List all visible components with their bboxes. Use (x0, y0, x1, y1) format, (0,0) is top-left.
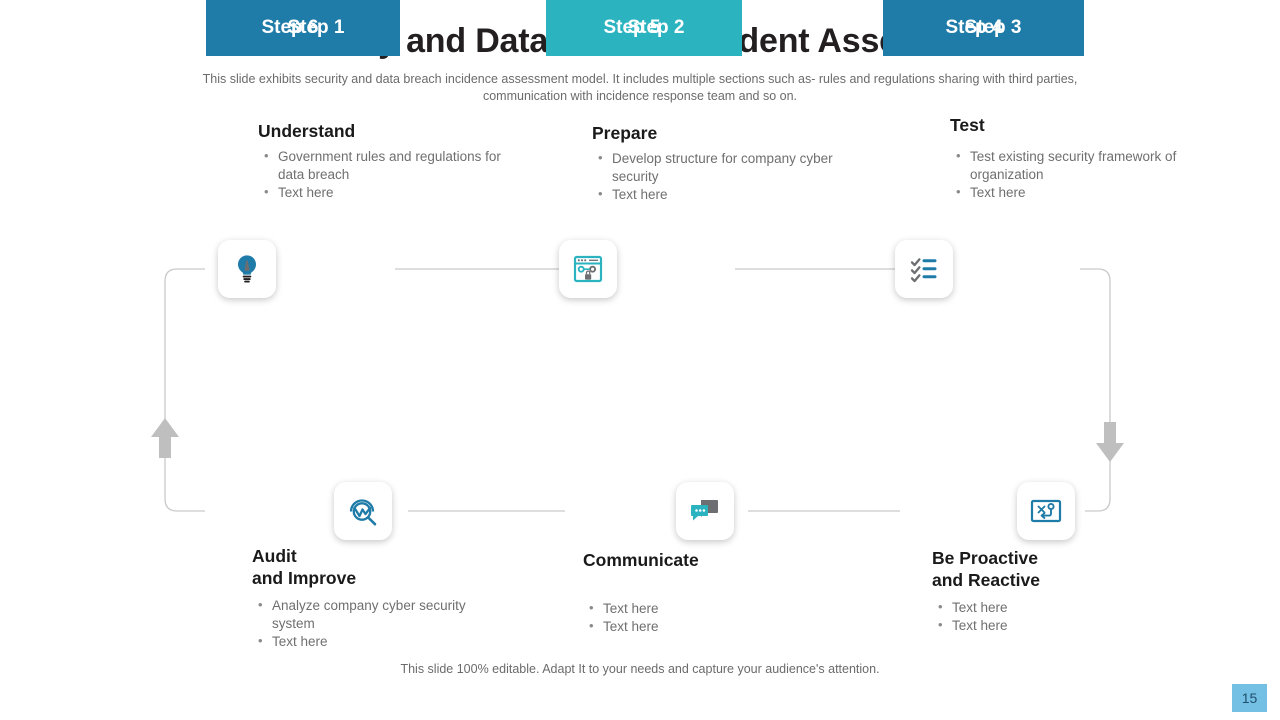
block-bullet-list: Text here Text here (583, 599, 833, 636)
browser-lock-icon (573, 255, 603, 283)
step-label: Step 5 (603, 17, 661, 38)
text-block-test: Test Test existing security framework of… (950, 114, 1200, 202)
audit-search-icon (349, 499, 377, 526)
step-icon-card-1[interactable] (218, 240, 276, 298)
page-subtitle: This slide exhibits security and data br… (202, 72, 1078, 103)
text-block-prepare: Prepare Develop structure for company cy… (592, 122, 842, 204)
list-item: Text here (252, 632, 502, 651)
text-block-communicate: Communicate Text here Text here (583, 549, 833, 636)
chevron-body (550, 0, 700, 56)
arrow-up-icon (151, 418, 179, 458)
list-item: Analyze company cyber security system (252, 596, 502, 633)
list-item: Test existing security framework of orga… (950, 147, 1200, 184)
list-item: Text here (592, 185, 842, 204)
step-label: Step 6 (261, 17, 319, 38)
list-item: Text here (932, 616, 1182, 635)
step-label: Step 3 (964, 17, 1022, 38)
step-chevron-4[interactable]: Step 4 (892, 0, 1084, 56)
step-label: Step 2 (627, 17, 685, 38)
lightbulb-icon (238, 255, 256, 283)
chevron-body (892, 0, 1042, 56)
page-number-badge: 15 (1232, 684, 1267, 712)
text-block-audit: Audit and Improve Analyze company cyber … (252, 545, 502, 651)
arrow-down-icon (1096, 422, 1124, 462)
step-label: Step 4 (945, 17, 1003, 38)
footer-note: This slide 100% editable. Adapt It to yo… (400, 662, 880, 676)
block-bullet-list: Test existing security framework of orga… (950, 147, 1200, 202)
list-item: Government rules and regulations for dat… (258, 147, 508, 184)
list-item: Text here (932, 598, 1182, 617)
block-bullet-list: Analyze company cyber security system Te… (252, 596, 502, 651)
block-heading: Be Proactive and Reactive (932, 548, 1040, 590)
block-bullet-list: Text here Text here (932, 598, 1182, 635)
block-heading: Test (950, 115, 985, 135)
list-item: Develop structure for company cyber secu… (592, 149, 842, 186)
block-bullet-list: Develop structure for company cyber secu… (592, 149, 842, 204)
list-item: Text here (258, 183, 508, 202)
text-block-proactive: Be Proactive and Reactive Text here Text… (932, 547, 1182, 635)
list-item: Text here (583, 617, 833, 636)
step-icon-card-2[interactable] (559, 240, 617, 298)
step-chevron-6[interactable]: Step 6 (208, 0, 400, 56)
block-heading: Prepare (592, 123, 658, 143)
step-icon-card-5[interactable] (676, 482, 734, 540)
strategy-board-icon (1030, 499, 1062, 523)
block-heading: Communicate (583, 550, 699, 570)
step-label: Step 1 (287, 17, 345, 38)
block-bullet-list: Government rules and regulations for dat… (258, 147, 508, 202)
text-block-understand: Understand Government rules and regulati… (258, 120, 508, 202)
step-icon-card-3[interactable] (895, 240, 953, 298)
chevron-body (208, 0, 358, 56)
list-item: Text here (950, 183, 1200, 202)
block-heading: Understand (258, 121, 356, 141)
step-icon-card-6[interactable] (334, 482, 392, 540)
checklist-icon (910, 258, 937, 283)
block-heading: Audit and Improve (252, 546, 357, 588)
step-icon-card-4[interactable] (1017, 482, 1075, 540)
chat-bubbles-icon (691, 500, 718, 521)
list-item: Text here (583, 599, 833, 618)
